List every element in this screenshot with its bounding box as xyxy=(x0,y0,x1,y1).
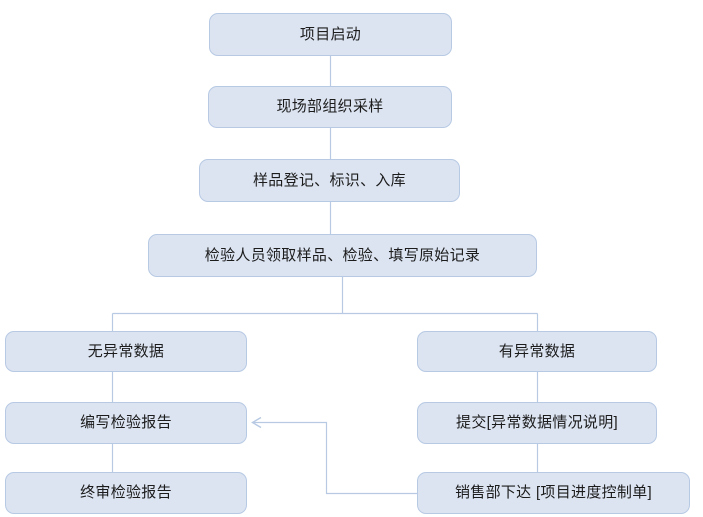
node-label: 编写检验报告 xyxy=(80,414,172,431)
node-submit-abnormal-data-explanation[interactable]: 提交[异常数据情况说明] xyxy=(417,402,657,444)
node-field-department-sampling[interactable]: 现场部组织采样 xyxy=(208,86,452,128)
node-no-abnormal-data[interactable]: 无异常数据 xyxy=(5,331,247,372)
node-final-inspection-report[interactable]: 终审检验报告 xyxy=(5,472,247,514)
node-label: 样品登记、标识、入库 xyxy=(252,171,406,189)
node-label: 提交[异常数据情况说明] xyxy=(456,414,618,431)
node-has-abnormal-data[interactable]: 有异常数据 xyxy=(417,331,657,372)
node-label: 项目启动 xyxy=(299,25,362,43)
node-label: 检验人员领取样品、检验、填写原始记录 xyxy=(204,246,481,264)
feedback-arrowhead-icon xyxy=(251,416,262,429)
node-label: 销售部下达 [项目进度控制单] xyxy=(454,484,652,501)
node-inspector-collect-test-record[interactable]: 检验人员领取样品、检验、填写原始记录 xyxy=(148,234,537,277)
node-label: 有异常数据 xyxy=(498,342,576,360)
node-sample-registration[interactable]: 样品登记、标识、入库 xyxy=(199,159,460,202)
node-label: 现场部组织采样 xyxy=(276,98,384,115)
node-project-start[interactable]: 项目启动 xyxy=(209,13,452,56)
node-sales-department-progress-order[interactable]: 销售部下达 [项目进度控制单] xyxy=(417,472,690,514)
connector-feedback-loop xyxy=(253,421,417,495)
node-label: 终审检验报告 xyxy=(80,484,172,501)
node-label: 无异常数据 xyxy=(87,342,165,360)
node-write-inspection-report[interactable]: 编写检验报告 xyxy=(5,402,247,444)
